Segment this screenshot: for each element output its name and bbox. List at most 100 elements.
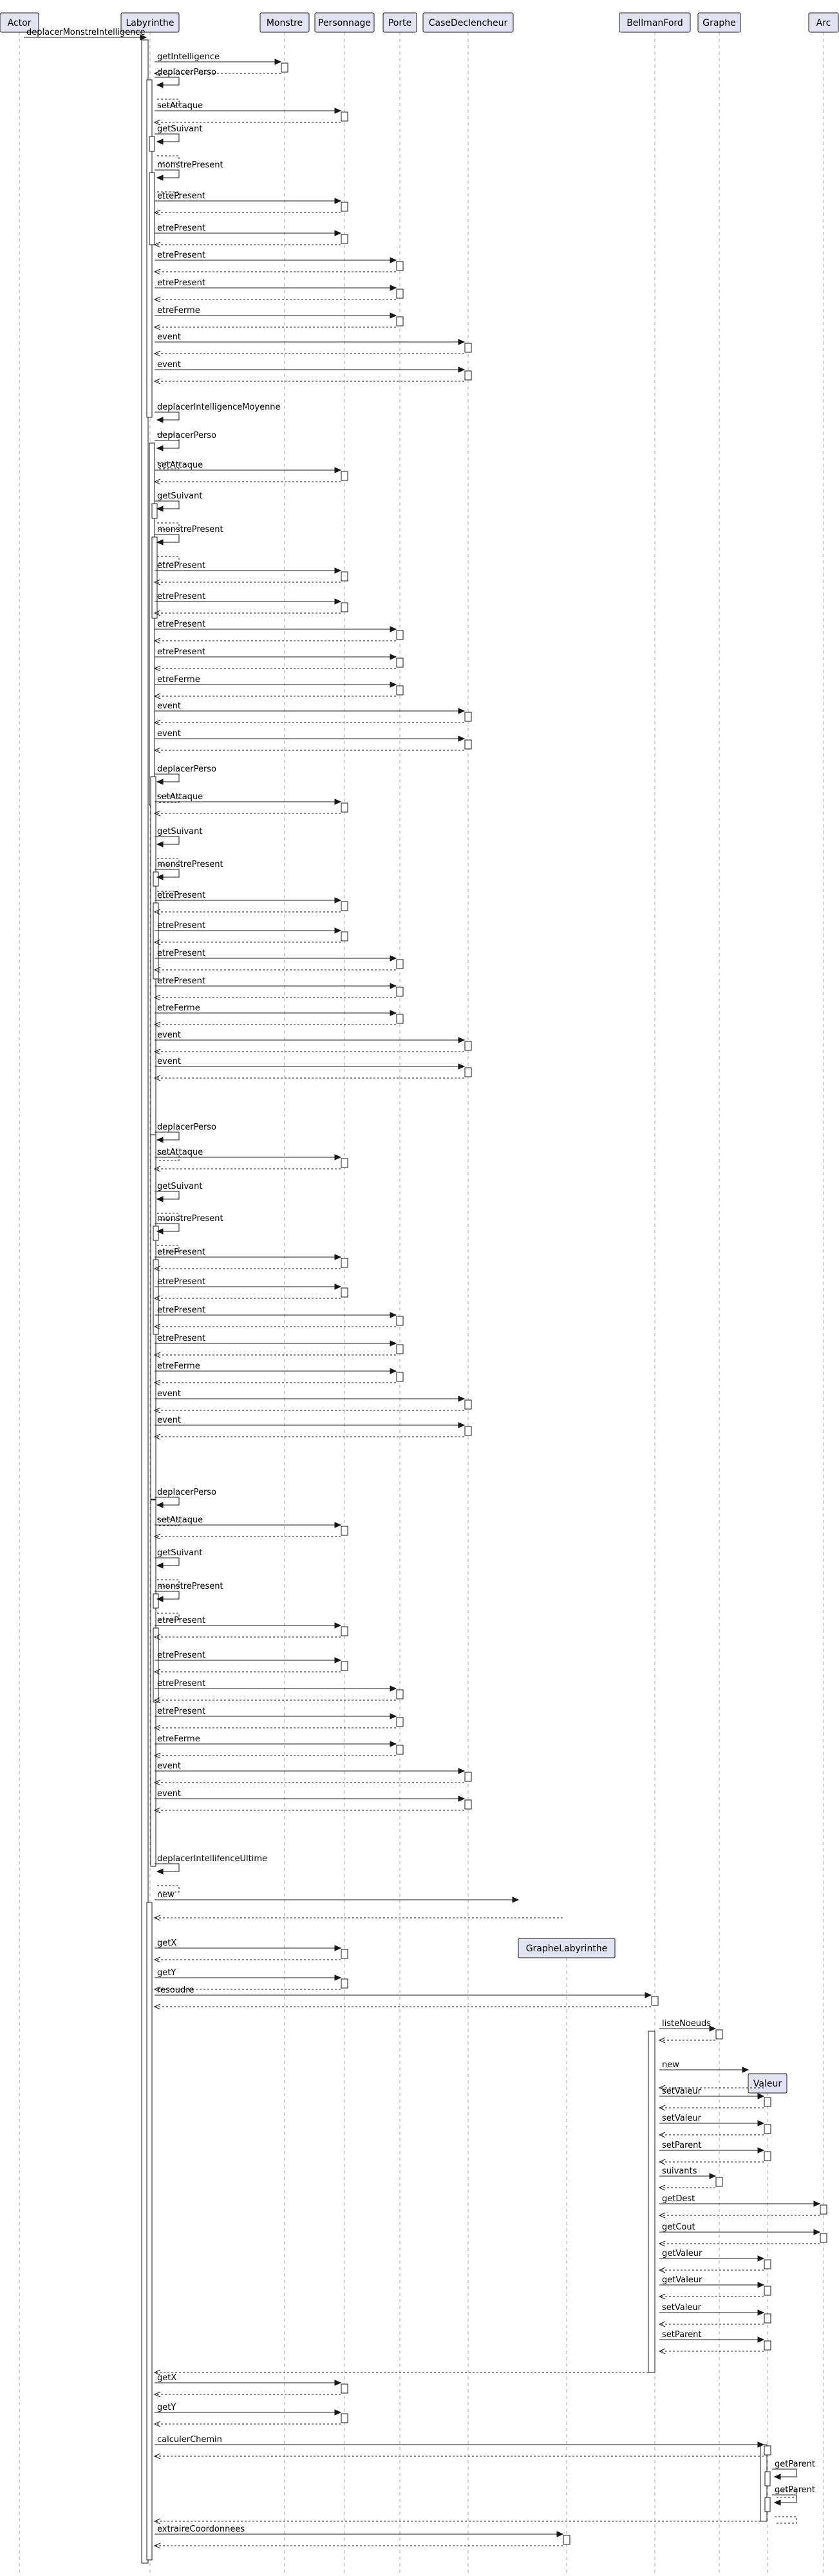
activation-box (820, 2233, 827, 2243)
message-20: etrePresent (153, 620, 396, 644)
arrow-head (458, 1037, 466, 1043)
message-49: getSuivant (155, 1548, 202, 1587)
return-arrow-head (153, 967, 161, 973)
activation-box (820, 2204, 827, 2215)
message-64: new (658, 2060, 764, 2091)
return-arrow-head (153, 378, 161, 384)
self-return-line (157, 1613, 180, 1620)
return-arrow-head (658, 2212, 666, 2219)
message-35: event (153, 1057, 464, 1081)
arrow-head (458, 1422, 466, 1428)
arrow-head (334, 230, 342, 236)
arrow-head (458, 366, 466, 373)
message-label: event (157, 729, 181, 739)
message-50: monstrePresent (155, 1582, 223, 1620)
message-68: suivants (658, 2166, 715, 2191)
return-arrow-head (153, 747, 161, 753)
message-28: monstrePresent (155, 860, 223, 898)
return-arrow-head (153, 350, 161, 357)
message-label: new (662, 2060, 679, 2070)
message-23: event (153, 701, 464, 726)
participant-label-porte: Porte (388, 18, 411, 28)
message-label: event (157, 701, 181, 711)
message-label: etrePresent (157, 278, 205, 288)
message-70: getCout (658, 2222, 820, 2247)
message-37: setAttaque (153, 1148, 341, 1172)
arrow-head (156, 841, 164, 848)
message-label: getValeur (662, 2249, 702, 2259)
message-label: event (157, 332, 181, 342)
message-39: monstrePresent (155, 1214, 223, 1253)
arrow-head (334, 1254, 342, 1260)
return-arrow-head (153, 638, 161, 644)
message-label: etrePresent (157, 1651, 205, 1660)
self-arrow-line (155, 412, 180, 421)
self-arrow-line (155, 169, 180, 178)
resoudre-return (153, 2369, 760, 2524)
participant-label-lab: Labyrinthe (126, 18, 174, 28)
arrow-head (709, 2025, 717, 2032)
arrow-head (156, 175, 164, 181)
message-6: etrePresent (153, 191, 341, 216)
message-17: monstrePresent (155, 525, 223, 564)
message-9: etrePresent (153, 278, 396, 303)
message-label: etrePresent (157, 1334, 205, 1343)
return-arrow-head (153, 1915, 161, 1921)
arrow-head (757, 2255, 765, 2262)
activation-bar (764, 2497, 771, 2512)
arrow-head (156, 417, 164, 423)
return-arrow-head (153, 1533, 161, 1540)
return-arrow-head (658, 2348, 666, 2354)
message-55: etreFerme (153, 1734, 396, 1759)
return-arrow-head (153, 1807, 161, 1814)
message-34: event (153, 1030, 464, 1055)
self-arrow-line (155, 1591, 180, 1600)
activation-box (341, 802, 348, 813)
arrow-head (390, 1741, 397, 1747)
message-3: setAttaque (153, 101, 341, 126)
arrow-head (556, 2531, 564, 2537)
message-53: etrePresent (153, 1679, 396, 1703)
message-16: getSuivant (155, 491, 202, 530)
message-32: etrePresent (153, 976, 396, 1001)
message-label: event (157, 1030, 181, 1040)
message-67: setParent (658, 2141, 764, 2165)
activation-box (764, 2097, 771, 2107)
activation-box (764, 2124, 771, 2134)
message-74: setParent (658, 2330, 764, 2354)
activation-box (764, 2340, 771, 2351)
participant-label-actor: Actor (8, 18, 32, 28)
arrow-head (773, 2499, 781, 2506)
participant-label-graphe: Graphe (702, 18, 736, 28)
self-return-line (775, 2516, 797, 2524)
message-66: setValeur (658, 2114, 764, 2138)
arrow-head (757, 2309, 765, 2316)
message-38: getSuivant (155, 1182, 202, 1220)
activation-box (396, 685, 404, 696)
self-arrow-line (155, 440, 180, 449)
participant-label-arc: Arc (816, 18, 831, 28)
arrow-head (334, 2380, 342, 2386)
return-arrow-head (153, 693, 161, 699)
return-arrow-head (153, 2543, 161, 2549)
message-69: getDest (658, 2194, 820, 2219)
self-return-line (157, 891, 180, 898)
activation-bar (153, 1593, 159, 1609)
message-label: etrePresent (157, 1277, 205, 1287)
message-label: etrePresent (157, 1616, 205, 1625)
message-58: deplacerIntellifenceUltime (155, 1854, 267, 1893)
arrow-head (334, 598, 342, 605)
self-arrow-line (155, 1223, 180, 1232)
message-label: event (157, 360, 181, 370)
message-label: setAttaque (157, 1515, 203, 1525)
return-arrow-head (153, 1669, 161, 1675)
activation-box (341, 471, 348, 481)
message-label: getIntelligence (157, 52, 220, 62)
activation-bar (153, 1259, 159, 1335)
message-label: setValeur (662, 2087, 702, 2096)
message-label: etrePresent (157, 251, 205, 260)
message-30: etrePresent (153, 921, 341, 945)
arrow-head (757, 2441, 765, 2448)
arrow-head (334, 198, 342, 204)
